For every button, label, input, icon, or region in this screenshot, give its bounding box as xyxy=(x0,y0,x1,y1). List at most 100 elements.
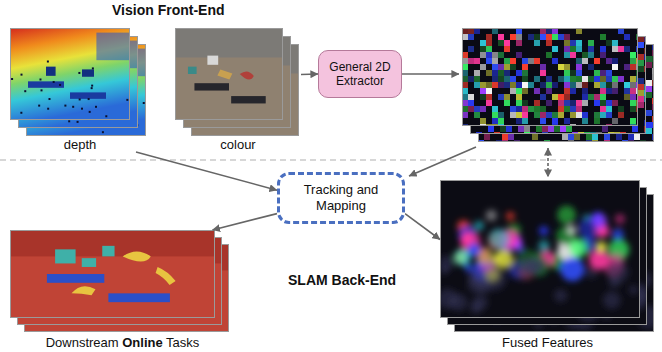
feature-cell xyxy=(570,70,576,76)
feature-cell xyxy=(564,46,570,52)
feature-cell xyxy=(484,134,490,140)
feature-cell xyxy=(540,118,546,124)
feature-cell xyxy=(522,112,528,118)
feature-cell xyxy=(468,94,474,100)
feature-cell xyxy=(536,126,542,132)
feature-cell xyxy=(498,64,504,70)
feature-cell xyxy=(652,50,658,56)
feature-cell xyxy=(480,106,486,112)
section-heading: Vision Front-End xyxy=(112,2,225,18)
feature-cell xyxy=(504,70,510,76)
feature-cell xyxy=(576,40,582,46)
feature-cell xyxy=(546,40,552,46)
feature-cell xyxy=(636,46,642,52)
depth-speckle xyxy=(59,84,61,86)
connector-arrow xyxy=(213,214,278,230)
feature-cell xyxy=(652,98,658,104)
feature-cell xyxy=(530,132,536,138)
feature-cell xyxy=(474,106,480,112)
feature-cell xyxy=(624,34,630,40)
feature-cell xyxy=(492,118,498,124)
feature-cell xyxy=(510,82,516,88)
image-caption-node: colour xyxy=(175,28,301,152)
feature-cell xyxy=(516,112,522,118)
feature-cell xyxy=(638,84,644,90)
feature-cell xyxy=(564,64,570,70)
feature-cell xyxy=(516,118,522,124)
feature-cell xyxy=(488,126,494,132)
feature-cell xyxy=(652,62,658,68)
feature-cell xyxy=(646,80,652,86)
feature-cell xyxy=(504,64,510,70)
feature-cell xyxy=(612,58,618,64)
fused-stack xyxy=(437,180,640,318)
feature-cell xyxy=(548,126,554,132)
image-frame xyxy=(463,29,638,126)
feature-cell xyxy=(630,88,636,94)
feature-cell xyxy=(564,52,570,58)
feature-cell xyxy=(540,112,546,118)
feature-cell xyxy=(480,52,486,58)
feature-cell xyxy=(612,64,618,70)
fused-blob xyxy=(567,225,576,234)
feature-cell xyxy=(564,100,570,106)
feature-cell xyxy=(534,40,540,46)
object xyxy=(217,69,232,79)
feature-cell xyxy=(492,82,498,88)
feature-cell xyxy=(510,76,516,82)
feature-cell xyxy=(606,76,612,82)
feature-cell xyxy=(480,82,486,88)
feature-cell xyxy=(492,124,498,130)
feature-cell xyxy=(504,76,510,82)
feature-cell xyxy=(630,94,636,100)
feature-cell xyxy=(564,106,570,112)
image-caption: depth xyxy=(10,137,150,152)
fused-blob xyxy=(554,289,567,302)
feature-cell xyxy=(546,76,552,82)
feature-cell xyxy=(618,106,624,112)
feature-cell xyxy=(592,134,598,140)
depth-speckle xyxy=(48,98,50,100)
object xyxy=(72,286,96,295)
feature-cell xyxy=(588,40,594,46)
feature-cell xyxy=(528,106,534,112)
fused-blob xyxy=(467,268,485,286)
segmentation-image xyxy=(10,230,215,318)
dashed-double-arrow xyxy=(547,148,549,177)
feature-cell xyxy=(564,34,570,40)
image-caption: Downstream Online Tasks xyxy=(10,335,235,350)
feature-cell xyxy=(612,118,618,124)
feature-cell xyxy=(540,34,546,40)
feature-cell xyxy=(638,54,644,60)
feature-cell xyxy=(586,140,592,146)
feature-cell xyxy=(516,106,522,112)
feature-cell xyxy=(588,46,594,52)
feature-cell xyxy=(592,140,598,146)
depth-speckle xyxy=(20,74,22,76)
floor xyxy=(10,256,215,318)
feature-cell xyxy=(644,126,650,132)
feature-cell xyxy=(534,88,540,94)
feature-cell xyxy=(552,46,558,52)
feature-cell xyxy=(582,88,588,94)
feature-cell xyxy=(486,100,492,106)
fused-blob xyxy=(609,276,621,288)
feature-cell xyxy=(564,40,570,46)
feature-cell xyxy=(606,124,612,130)
feature-cell xyxy=(606,70,612,76)
feature-cell xyxy=(624,46,630,52)
feature-cell xyxy=(638,60,644,66)
feature-cell xyxy=(492,52,498,58)
feature-cell xyxy=(652,68,658,74)
feature-cell xyxy=(600,82,606,88)
feature-cell xyxy=(646,128,652,134)
feature-cell xyxy=(606,100,612,106)
feature-cell xyxy=(468,46,474,52)
feature-cell xyxy=(582,76,588,82)
depth-speckle xyxy=(91,87,93,89)
feature-cell xyxy=(630,82,636,88)
feature-cell xyxy=(612,76,618,82)
feature-cell xyxy=(494,132,500,138)
feature-cell xyxy=(480,118,486,124)
